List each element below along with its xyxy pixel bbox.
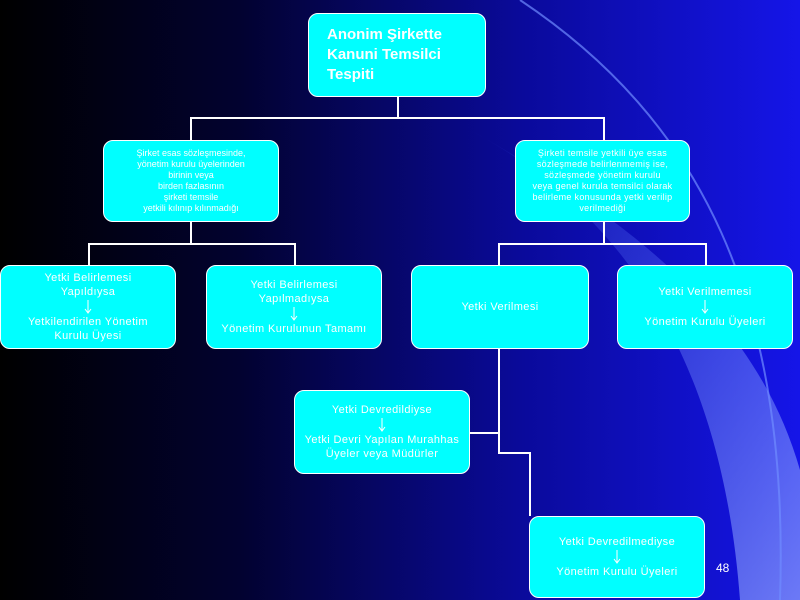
connector xyxy=(294,243,296,265)
text-line: Üyeler veya Müdürler xyxy=(325,448,439,460)
connector xyxy=(603,222,605,244)
authority-not-determined-box: Yetki Belirlemesi Yapılmadıysa Yönetim K… xyxy=(206,265,382,349)
text-line: birinin veya xyxy=(168,170,214,180)
arrow-down-icon xyxy=(378,418,386,432)
text-line: Şirket esas sözleşmesinde, xyxy=(136,148,246,158)
connector xyxy=(705,243,707,265)
text-line: veya genel kurula temsilci olarak xyxy=(532,181,673,191)
text-line: Yönetim Kurulu Üyeleri xyxy=(644,316,766,328)
connector xyxy=(190,222,192,244)
text-line: yönetim kurulu üyelerinden xyxy=(137,159,245,169)
connector xyxy=(190,117,604,119)
connector xyxy=(397,97,399,117)
text-line: sözleşmede belirlenmemiş ise, xyxy=(536,159,669,169)
text-line: Şirketi temsile yetkili üye esas xyxy=(537,148,668,158)
text-line: yetkili kılınıp kılınmadığı xyxy=(143,203,239,213)
arrow-down-icon xyxy=(613,550,621,564)
text-line: Yapılmadıysa xyxy=(258,293,330,305)
connector xyxy=(498,349,500,453)
connector xyxy=(498,243,500,265)
text-line: Yönetim Kurulunun Tamamı xyxy=(221,323,367,335)
connector xyxy=(498,452,531,454)
text-line: Yetki Belirlemesi xyxy=(44,272,132,284)
text-line: Kurulu Üyesi xyxy=(54,330,122,342)
text-line: Yetkilendirilen Yönetim xyxy=(28,316,148,328)
text-line: Yetki Devredilmediyse xyxy=(558,536,676,548)
arrow-down-icon xyxy=(84,300,92,314)
connector xyxy=(88,243,296,245)
text-line: Yetki Verilmesi xyxy=(461,301,539,313)
connector xyxy=(603,117,605,140)
right-branch-box: Şirketi temsile yetkili üye esas sözleşm… xyxy=(515,140,690,222)
delegation-yes-box: Yetki Devredildiyse Yetki Devri Yapılan … xyxy=(294,390,470,474)
diagram-title-box: Anonim Şirkette Kanuni Temsilci Tespiti xyxy=(308,13,486,97)
text-line: Yetki Devredildiyse xyxy=(331,404,433,416)
connector xyxy=(88,243,90,265)
authority-determined-box: Yetki Belirlemesi Yapıldıysa Yetkilendir… xyxy=(0,265,176,349)
authority-granted-box: Yetki Verilmesi xyxy=(411,265,589,349)
text-line: Yetki Verilmemesi xyxy=(658,286,752,298)
text-line: belirleme konusunda yetki verilip xyxy=(532,192,673,202)
text-line: Yetki Devri Yapılan Murahhas xyxy=(304,434,460,446)
title-line: Tespiti xyxy=(327,66,375,83)
arrow-down-icon xyxy=(290,307,298,321)
left-branch-box: Şirket esas sözleşmesinde, yönetim kurul… xyxy=(103,140,279,222)
delegation-no-box: Yetki Devredilmediyse Yönetim Kurulu Üye… xyxy=(529,516,705,598)
connector xyxy=(470,432,499,434)
page-number: 48 xyxy=(716,561,730,575)
authority-not-granted-box: Yetki Verilmemesi Yönetim Kurulu Üyeleri xyxy=(617,265,793,349)
text-line: sözleşmede yönetim kurulu xyxy=(544,170,661,180)
text-line: birden fazlasının xyxy=(157,181,225,191)
text-line: verilmediği xyxy=(579,203,626,213)
text-line: Yetki Belirlemesi xyxy=(250,279,338,291)
title-line: Anonim Şirkette xyxy=(327,26,443,43)
title-line: Kanuni Temsilci xyxy=(327,46,441,63)
connector xyxy=(498,243,707,245)
text-line: şirketi temsile xyxy=(163,192,219,202)
arrow-down-icon xyxy=(701,300,709,314)
text-line: Yapıldıysa xyxy=(60,286,116,298)
connector xyxy=(529,452,531,516)
connector xyxy=(190,117,192,140)
text-line: Yönetim Kurulu Üyeleri xyxy=(556,566,678,578)
